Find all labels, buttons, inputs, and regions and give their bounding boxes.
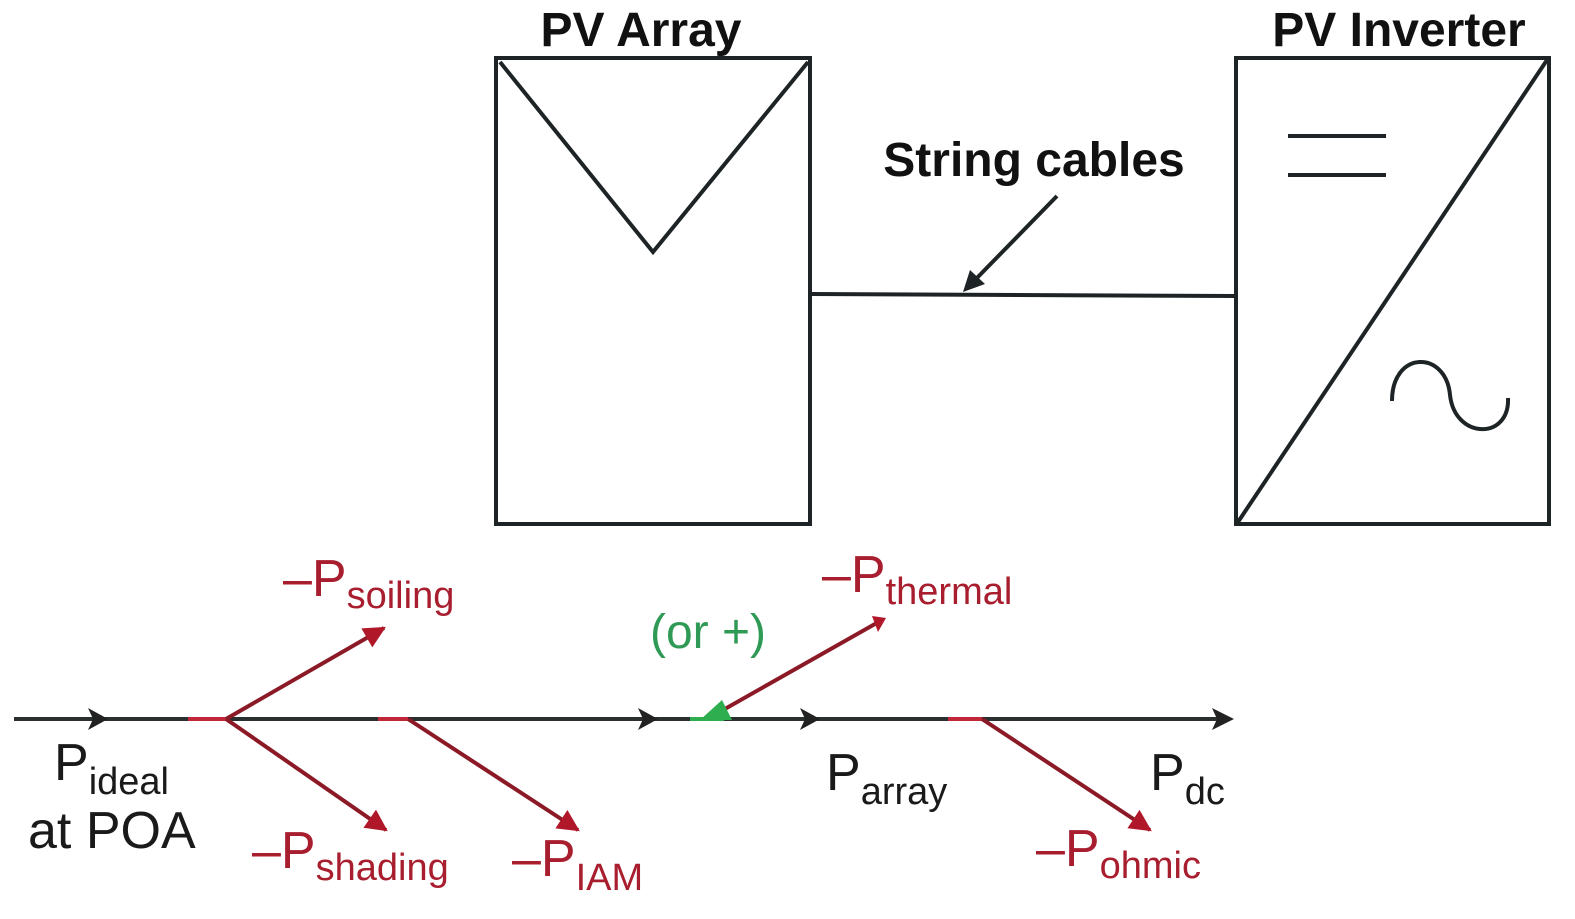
pv-array-box (494, 56, 812, 526)
string-cable-pointer-arrow (971, 194, 1059, 284)
shading-loss-label: –Pshading (252, 822, 449, 889)
dc-symbol-icon (1288, 134, 1386, 177)
thermal-loss-label: –Pthermal (822, 546, 1012, 613)
pv-inverter-box (1234, 56, 1551, 526)
pv-array-title: PV Array (541, 4, 742, 57)
p-dc-label: Pdc (1150, 744, 1225, 813)
thermal-loss-arrowhead-icon (872, 616, 886, 632)
soiling-loss-arrow (225, 626, 386, 721)
pv-inverter-block: PV Inverter (1234, 4, 1551, 526)
thermal-loss-line (715, 618, 883, 716)
p-ideal-label: Pideal (54, 734, 169, 803)
flow-arrowhead-icon (638, 708, 658, 730)
shading-loss-arrow (224, 717, 388, 832)
pointer-arrowhead-icon (963, 270, 985, 292)
string-cable-line (809, 292, 1237, 298)
flow-end-arrowhead-icon (1212, 708, 1234, 730)
thermal-gain-arrowhead-icon (700, 700, 732, 720)
string-cable: String cables (809, 134, 1237, 298)
ohmic-loss-arrow (980, 717, 1152, 832)
p-array-label: Parray (826, 744, 947, 813)
flow-arrowhead-icon (88, 708, 108, 730)
thermal-gain-note: (or +) (650, 606, 766, 659)
power-flow (14, 616, 1234, 832)
iam-loss-label: –PIAM (512, 830, 643, 899)
string-cable-label: String cables (883, 134, 1184, 187)
iam-loss-arrow (406, 717, 580, 832)
inverter-diagonal (1236, 58, 1549, 524)
flow-arrowhead-icon (800, 708, 820, 730)
p-ideal-line2: at POA (28, 802, 196, 860)
pv-inverter-title: PV Inverter (1272, 4, 1525, 57)
pv-panel-symbol-icon (498, 60, 810, 256)
pv-array-block: PV Array (494, 4, 812, 526)
soiling-loss-label: –Psoiling (283, 550, 454, 617)
ohmic-loss-label: –Pohmic (1036, 820, 1201, 887)
ac-sine-symbol-icon (1390, 360, 1511, 432)
